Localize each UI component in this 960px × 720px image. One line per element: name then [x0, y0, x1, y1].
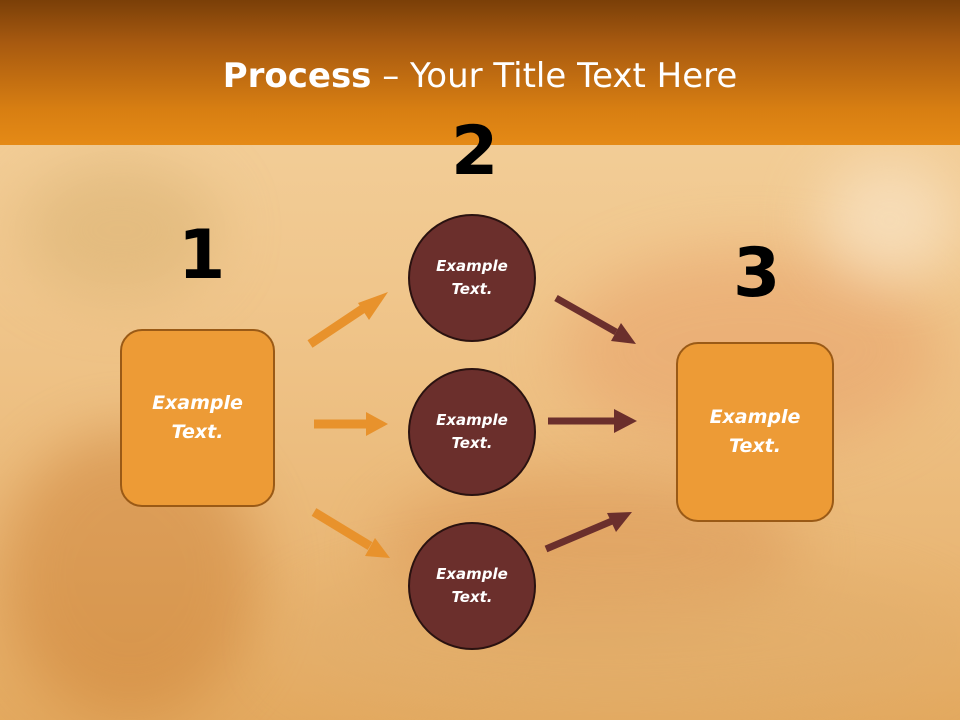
slide-title: Process – Your Title Text Here [0, 56, 960, 96]
left-text-box: Example Text. [120, 329, 275, 507]
left-box-line-1: Example [152, 392, 243, 414]
orange-arrow-right [314, 412, 388, 436]
step-number-1: 1 [178, 216, 226, 295]
step-number-2: 2 [451, 112, 499, 191]
right-box-line-1: Example [709, 406, 801, 428]
brown-arrow-up [544, 512, 632, 553]
title-bar [0, 0, 960, 145]
circle-bottom-line-2: Text. [451, 588, 493, 606]
circle-top-line-1: Example [436, 257, 508, 275]
circle-middle-line-1: Example [436, 411, 508, 429]
right-text-box: Example Text. [676, 342, 834, 522]
circle-middle-line-2: Text. [451, 434, 493, 452]
circle-bottom: Example Text. [408, 522, 536, 650]
right-box-line-2: Text. [729, 435, 781, 457]
brown-arrow-down [554, 294, 636, 344]
orange-arrow-up [307, 292, 388, 348]
brown-arrow-right [548, 409, 637, 433]
circle-top: Example Text. [408, 214, 536, 342]
circle-top-line-2: Text. [451, 280, 493, 298]
circle-middle: Example Text. [408, 368, 536, 496]
orange-arrow-down [311, 508, 390, 558]
title-text: – Your Title Text Here [371, 56, 738, 96]
title-bold: Process [222, 56, 372, 96]
left-box-line-2: Text. [171, 421, 224, 443]
circle-bottom-line-1: Example [436, 565, 508, 583]
step-number-3: 3 [733, 234, 781, 313]
